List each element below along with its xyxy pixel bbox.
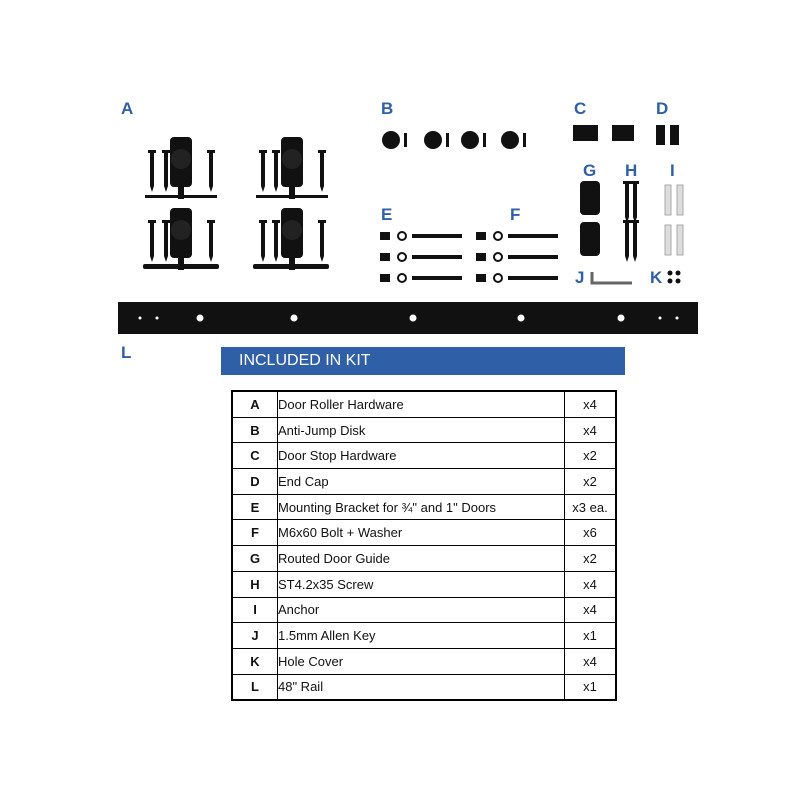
item-letter: F: [231, 519, 278, 547]
item-quantity: x2: [564, 545, 617, 572]
part-label-d: D: [656, 99, 669, 118]
item-name: 1.5mm Allen Key: [277, 622, 565, 649]
part-label-l: L: [121, 343, 132, 362]
item-letter: E: [231, 493, 278, 521]
item-name: Door Stop Hardware: [277, 442, 565, 470]
part-label-j: J: [575, 268, 585, 287]
part-label-c: C: [574, 99, 587, 118]
allen-key-icon: [590, 272, 632, 285]
item-name: Mounting Bracket for ¾" and 1" Doors: [277, 493, 565, 521]
item-name: 48" Rail: [277, 673, 565, 701]
item-letter: K: [231, 647, 278, 675]
end-cap-icon: [656, 125, 679, 145]
item-name: Anchor: [277, 596, 565, 624]
part-label-e: E: [381, 205, 393, 224]
item-quantity: x4: [564, 647, 617, 675]
item-name: Anti-Jump Disk: [277, 416, 565, 444]
item-name: ST4.2x35 Screw: [277, 570, 565, 598]
item-letter: L: [231, 673, 278, 701]
hardware-illustration: [118, 125, 698, 334]
item-quantity: x1: [564, 622, 617, 649]
part-label-f: F: [510, 205, 521, 224]
item-letter: I: [231, 596, 278, 624]
hole-cover-icon: [667, 270, 681, 284]
item-name: Door Roller Hardware: [277, 390, 565, 418]
door-guide-icon: [580, 181, 600, 256]
part-label-i: I: [670, 161, 675, 180]
screw-icon: [623, 181, 639, 262]
item-name: Hole Cover: [277, 647, 565, 675]
item-letter: G: [231, 545, 278, 572]
item-letter: A: [231, 390, 278, 418]
part-label-h: H: [625, 161, 638, 180]
door-roller-icon: [143, 137, 329, 270]
item-letter: B: [231, 416, 278, 444]
item-quantity: x2: [564, 468, 617, 495]
item-name: M6x60 Bolt + Washer: [277, 519, 565, 547]
item-quantity: x4: [564, 416, 617, 444]
item-letter: C: [231, 442, 278, 470]
part-label-b: B: [381, 99, 394, 118]
anchor-icon: [664, 184, 684, 256]
part-label-k: K: [650, 268, 663, 287]
part-label-g: G: [583, 161, 597, 180]
item-quantity: x4: [564, 570, 617, 598]
included-in-kit-banner: INCLUDED IN KIT: [221, 347, 625, 375]
item-quantity: x4: [564, 596, 617, 624]
item-letter: J: [231, 622, 278, 649]
item-quantity: x2: [564, 442, 617, 470]
item-quantity: x3 ea.: [564, 493, 617, 521]
rail-icon: [118, 302, 698, 334]
item-letter: D: [231, 468, 278, 495]
item-name: End Cap: [277, 468, 565, 495]
item-letter: H: [231, 570, 278, 598]
item-quantity: x4: [564, 390, 617, 418]
item-quantity: x6: [564, 519, 617, 547]
part-label-a: A: [121, 99, 134, 118]
item-quantity: x1: [564, 673, 617, 701]
door-stop-icon: [573, 125, 634, 141]
item-name: Routed Door Guide: [277, 545, 565, 572]
mounting-bracket-icon: [379, 231, 463, 283]
anti-jump-disk-icon: [382, 131, 526, 149]
bolt-washer-icon: [475, 231, 559, 283]
